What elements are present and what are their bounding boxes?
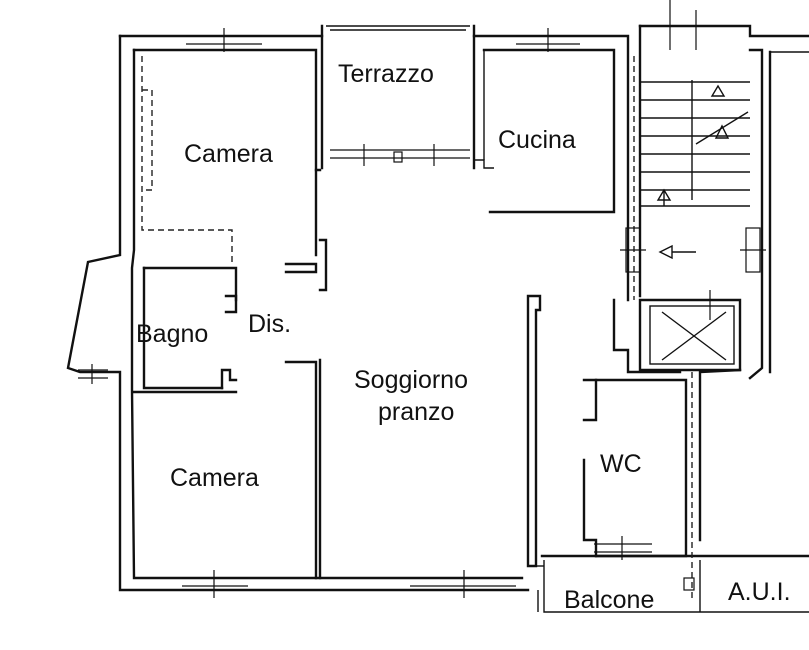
label-pranzo: pranzo bbox=[378, 398, 454, 426]
label-aui: A.U.I. bbox=[728, 578, 791, 606]
walls bbox=[66, 24, 809, 613]
label-terrazzo: Terrazzo bbox=[338, 60, 434, 88]
label-bagno: Bagno bbox=[136, 320, 208, 348]
windows bbox=[78, 0, 766, 598]
label-wc: WC bbox=[600, 450, 642, 478]
label-dis: Dis. bbox=[248, 310, 291, 338]
label-cucina: Cucina bbox=[498, 126, 576, 154]
stairs bbox=[640, 80, 750, 260]
label-camera-bottom: Camera bbox=[170, 464, 259, 492]
dashed-lines bbox=[141, 56, 693, 600]
room-labels: Terrazzo Cucina Camera Bagno Dis. Soggio… bbox=[136, 60, 791, 614]
label-soggiorno: Soggiorno bbox=[354, 366, 468, 394]
label-balcone: Balcone bbox=[564, 586, 654, 614]
label-camera-top: Camera bbox=[184, 140, 273, 168]
